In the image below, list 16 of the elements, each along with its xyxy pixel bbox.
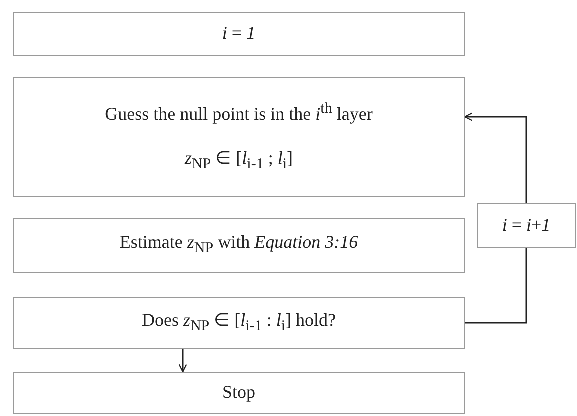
arrow — [178, 349, 188, 373]
process-box — [13, 12, 465, 56]
formula-text: z$_{NP}$ ∈ [l$_{i-1}$ ; l$_{i}$] — [184, 148, 294, 173]
box-text: i = 1 — [222, 24, 256, 44]
process-box — [477, 203, 576, 248]
box-text: i = i+1 — [502, 216, 551, 236]
box-text: Stop — [222, 383, 256, 403]
connector-line — [465, 248, 528, 324]
process-box — [13, 77, 465, 197]
box-text: Estimate z$_{NP}$ with Equation 3:16 — [120, 233, 358, 258]
arrow — [464, 112, 528, 203]
process-box — [13, 297, 465, 349]
process-box — [13, 372, 465, 414]
process-box — [13, 218, 465, 273]
box-text: Does z$_{NP}$ ∈ [l$_{i-1}$ : l$_{i}$] hold? — [142, 310, 336, 336]
box-text: Guess the null point is in the i$^{th}$ layer — [105, 101, 373, 126]
